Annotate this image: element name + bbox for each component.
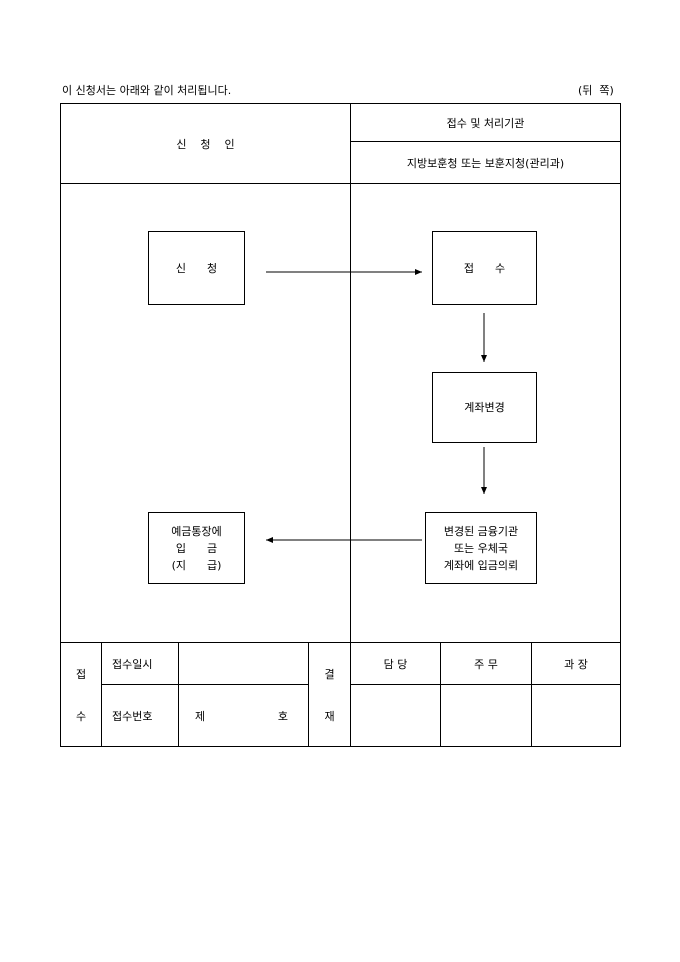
receive-label: 접 수 [463,261,506,275]
request-line-2: 또는 우체국 [453,541,509,555]
sign-section-head[interactable] [532,685,620,746]
page-side-label: (뒤 쪽) [578,84,614,97]
approval-label-top: 결 [324,668,335,681]
reception-date-label: 접수일시 [112,657,153,671]
header-note: 이 신청서는 아래와 같이 처리됩니다. [62,84,232,97]
deposit-line-2: 입 금 [175,541,218,555]
apply-box: 신 청 [148,231,245,305]
processor-org: 지방보훈청 또는 보훈지청(관리과) [406,156,565,170]
deposit-line-1: 예금통장에 [171,524,222,538]
applicant-column-header: 신 청 인 [176,137,235,151]
approval-label-bottom: 재 [324,710,335,723]
reception-date-value[interactable] [179,643,308,684]
sign-chief-officer[interactable] [441,685,531,746]
role-section-head: 과 장 [564,657,588,671]
deposit-box: 예금통장에 입 금 (지 급) [148,512,245,584]
role-staff: 담 당 [383,657,408,671]
request-line-3: 계좌에 입금의뢰 [443,558,519,572]
receive-box: 접 수 [432,231,537,305]
apply-label: 신 청 [175,261,218,275]
deposit-request-box: 변경된 금융기관 또는 우체국 계좌에 입금의뢰 [425,512,537,584]
number-prefix: 제 [195,709,206,723]
role-chief-officer: 주 무 [474,657,498,671]
processor-title: 접수 및 처리기관 [446,116,525,130]
account-change-box: 계좌변경 [432,372,537,443]
reception-label-top: 접 [75,668,87,681]
number-suffix: 호 [277,709,288,723]
reception-number-label: 접수번호 [112,709,153,723]
reception-label-bottom: 수 [75,710,87,723]
account-change-label: 계좌변경 [464,401,505,414]
sign-staff[interactable] [351,685,440,746]
deposit-line-3: (지 급) [171,558,222,572]
request-line-1: 변경된 금융기관 [443,524,519,538]
reception-number-field[interactable]: 제 호 [179,685,308,746]
